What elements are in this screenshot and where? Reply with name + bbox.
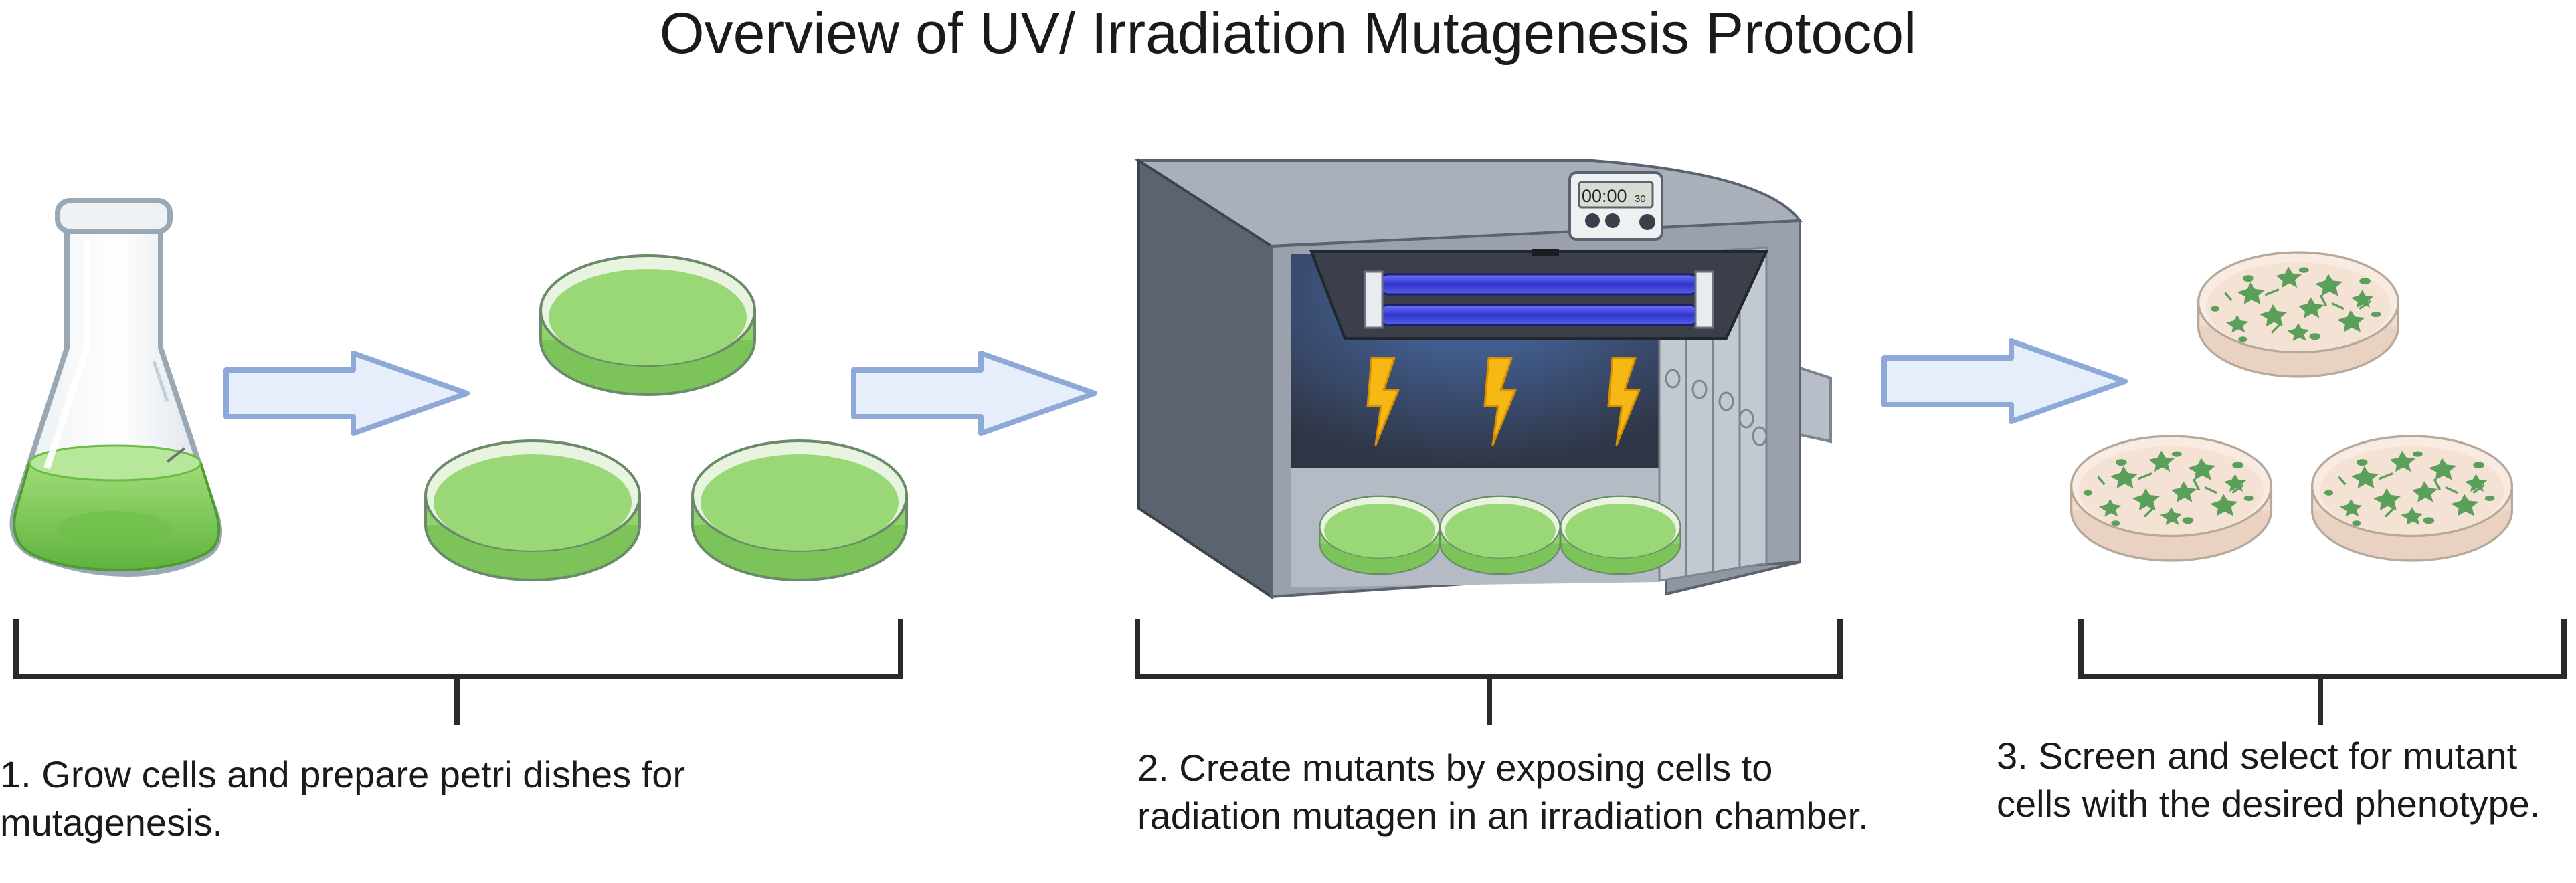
petri-dish-icon: [1560, 495, 1681, 575]
flask-icon: [9, 198, 222, 577]
petri-dish-icon: [2197, 251, 2400, 378]
petri-dish-icon: [424, 439, 641, 581]
timer-display: 00:00: [1582, 186, 1627, 206]
step-3-caption: 3. Screen and select for mutant cells wi…: [1997, 734, 2541, 825]
step-2-caption: 2. Create mutants by exposing cells to r…: [1137, 747, 1869, 837]
irradiation-chamber-icon: 00:00 30: [1134, 158, 1832, 599]
arrow-right-icon: [854, 353, 1095, 433]
bracket-step-1: [13, 619, 903, 725]
petri-dish-icon: [2069, 435, 2273, 562]
timer-seconds: 30: [1635, 193, 1646, 205]
diagram-title: Overview of UV/ Irradiation Mutagenesis …: [659, 1, 1917, 66]
bracket-step-2: [1135, 619, 1843, 725]
timer-icon: 00:00 30: [1568, 171, 1663, 241]
petri-dish-icon: [2310, 435, 2514, 562]
petri-dish-icon: [1439, 495, 1561, 575]
uv-lamp-icon: [1309, 249, 1769, 340]
step-1-caption: 1. Grow cells and prepare petri dishes f…: [0, 753, 686, 844]
arrow-right-icon: [226, 353, 467, 433]
arrow-right-icon: [1884, 341, 2125, 421]
petri-dish-icon: [1319, 495, 1441, 575]
bracket-step-3: [2078, 619, 2567, 725]
petri-dish-icon: [539, 254, 756, 396]
petri-dish-icon: [691, 439, 908, 581]
